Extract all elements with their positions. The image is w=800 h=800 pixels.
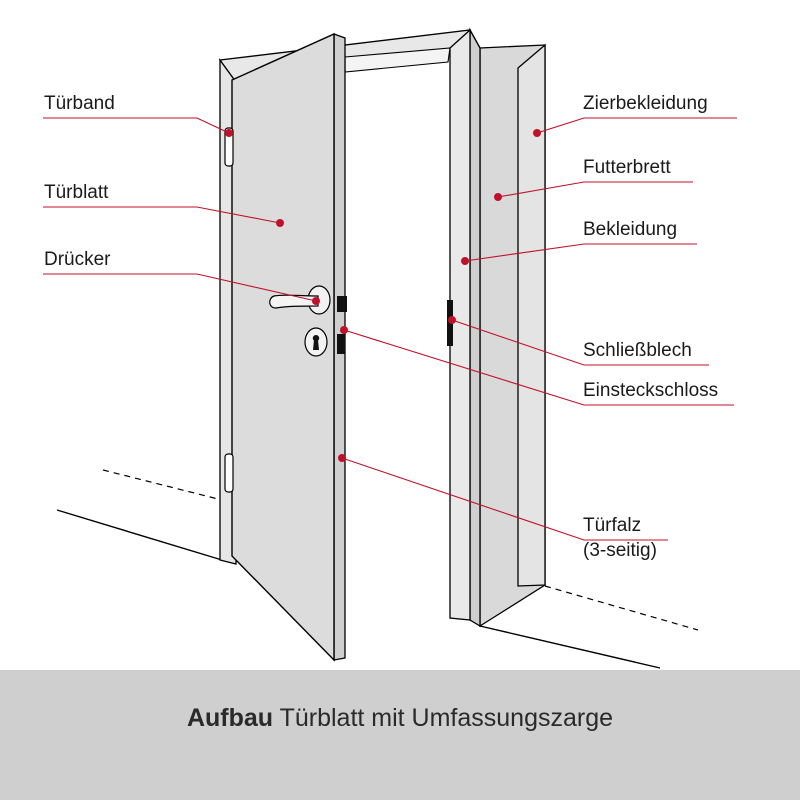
- callout-dot-zierbekleidung: [533, 129, 541, 137]
- caption-rest: Türblatt mit Umfassungszarge: [279, 704, 614, 732]
- callout-dot-bekleidung: [461, 257, 469, 265]
- callout-dot-tuerblatt: [276, 219, 284, 227]
- callout-dot-druecker: [312, 297, 320, 305]
- floor-line-right: [479, 625, 661, 669]
- floor-line-left: [56, 509, 223, 561]
- callout-line-einsteckschloss: [343, 329, 734, 406]
- floor-dashed-right: [544, 585, 699, 631]
- label-bekleidung: Bekleidung: [583, 219, 678, 240]
- door-diagram: [43, 27, 737, 669]
- label-tuerfalz-note: (3-seitig): [583, 540, 657, 561]
- label-tuerband: Türband: [44, 93, 115, 114]
- callout-line-schliessblech: [451, 319, 709, 366]
- lock-bolt: [337, 334, 345, 354]
- callout-line-bekleidung: [464, 243, 697, 262]
- floor-dashed-left: [102, 469, 223, 501]
- label-tuerblatt: Türblatt: [44, 182, 109, 203]
- label-futterbrett: Futterbrett: [583, 157, 671, 178]
- label-tuerfalz: Türfalz: [583, 515, 642, 536]
- callout-dots: [225, 129, 541, 462]
- hinge-bottom: [224, 453, 234, 493]
- callout-line-tuerblatt: [43, 206, 281, 224]
- label-schliessblech: Schließblech: [583, 340, 692, 361]
- door-leaf: [231, 32, 335, 662]
- lock-latch: [337, 296, 347, 312]
- callout-dot-tuerband: [225, 129, 233, 137]
- handle-lever: [269, 294, 319, 309]
- label-zierbekleidung: Zierbekleidung: [583, 93, 708, 114]
- label-einsteckschloss: Einsteckschloss: [583, 380, 719, 401]
- callout-dot-futterbrett: [494, 193, 502, 201]
- callout-dot-schliessblech: [448, 316, 456, 324]
- hinge-top: [224, 127, 234, 167]
- keyhole: [312, 335, 320, 350]
- callout-line-druecker: [43, 273, 317, 302]
- right-zierbekleidung: [517, 43, 546, 587]
- callout-dot-einsteckschloss: [340, 326, 348, 334]
- callout-line-tuerband: [43, 117, 230, 134]
- caption-bold: Aufbau: [186, 704, 274, 732]
- callout-lines: [43, 117, 737, 541]
- callout-line-tuerfalz: [341, 457, 668, 541]
- caption-bar: Aufbau Türblatt mit Umfassungszarge: [0, 670, 800, 800]
- label-druecker: Drücker: [44, 249, 111, 270]
- caption: Aufbau Türblatt mit Umfassungszarge: [0, 704, 800, 733]
- callout-dot-tuerfalz: [338, 454, 346, 462]
- right-bekleidung: [449, 28, 471, 621]
- callout-line-zierbekleidung: [536, 117, 737, 134]
- callout-line-futterbrett: [497, 181, 693, 198]
